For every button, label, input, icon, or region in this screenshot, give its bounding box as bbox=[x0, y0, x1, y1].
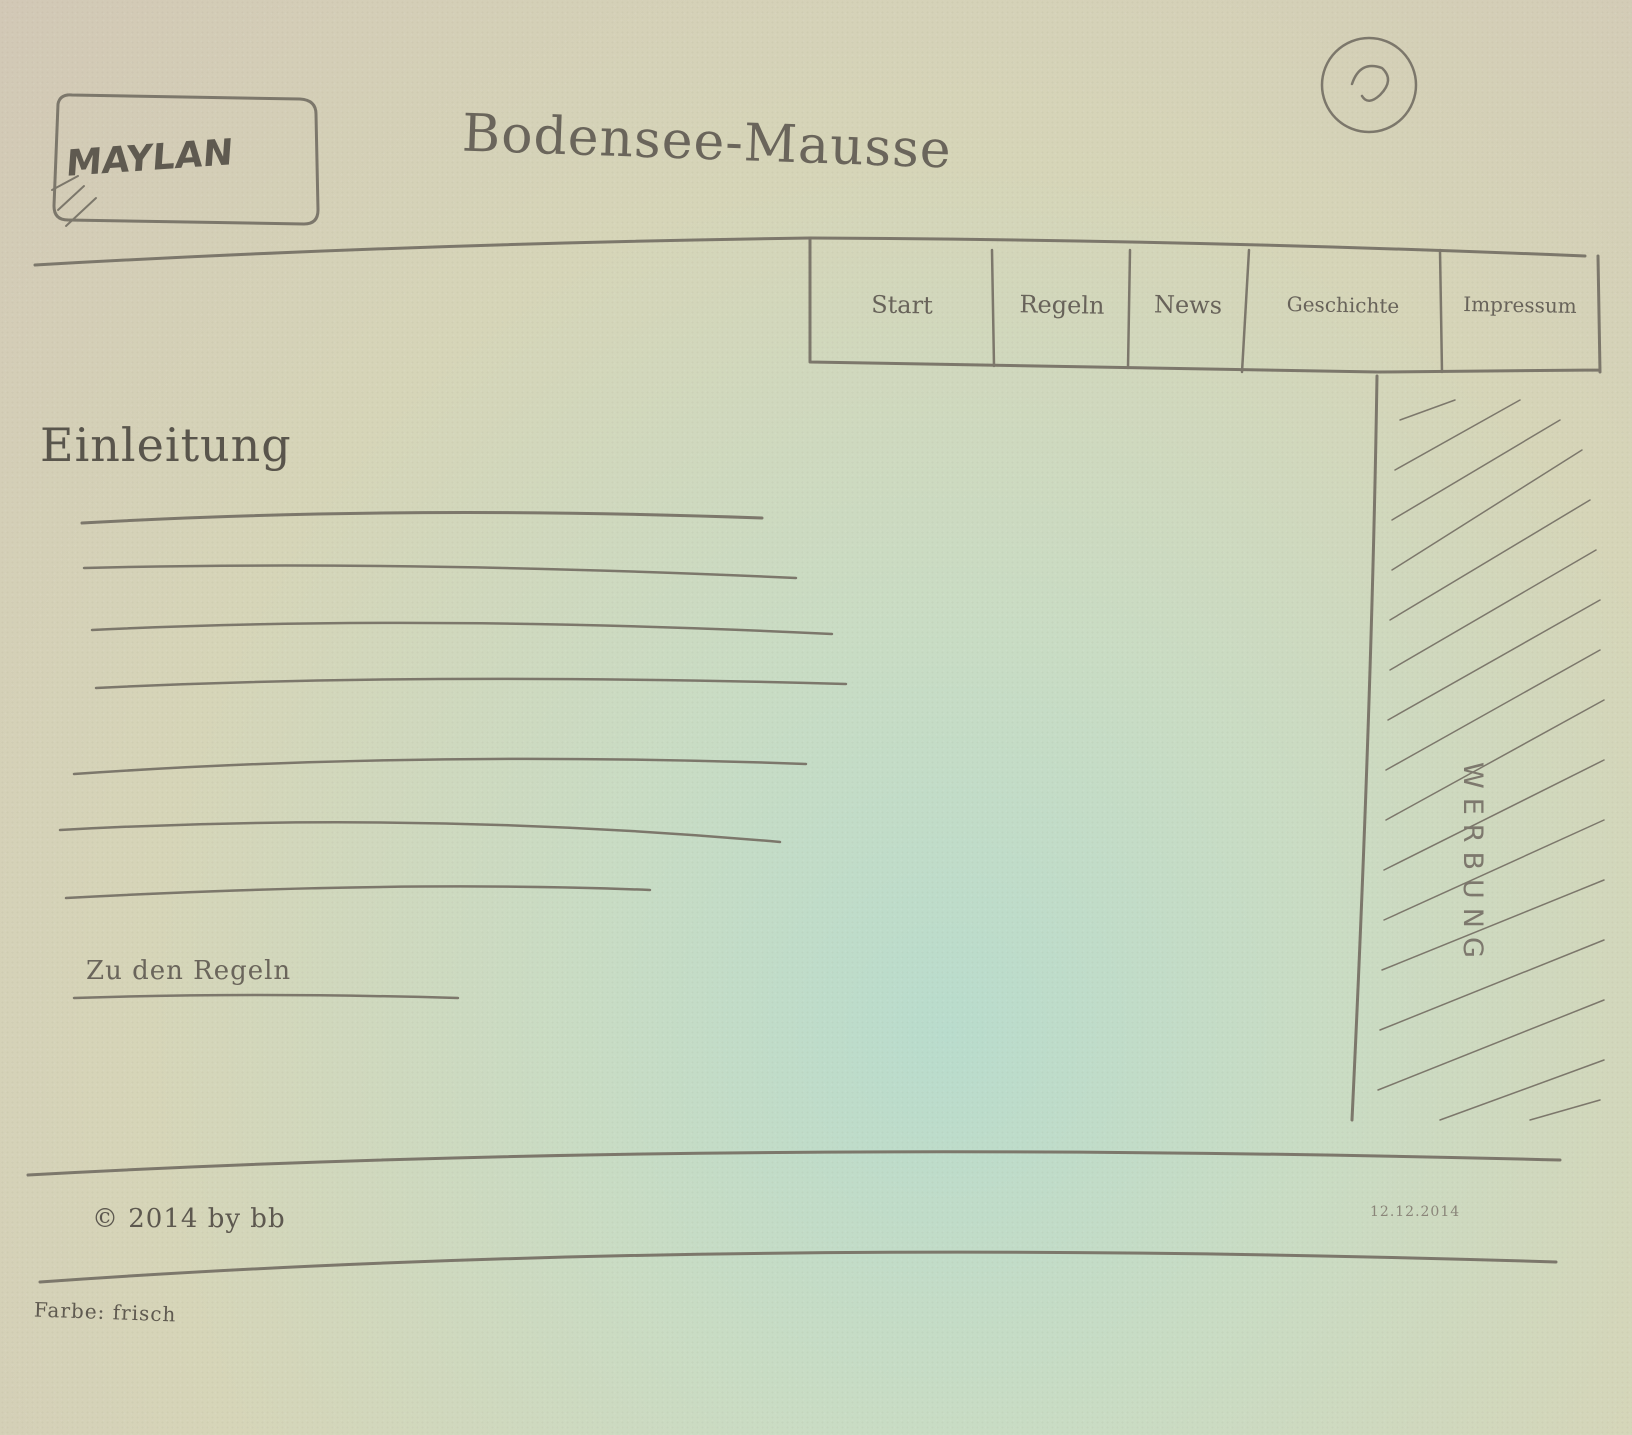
profile-glyph bbox=[1350, 64, 1390, 102]
sidebar-border bbox=[1350, 374, 1379, 1122]
page-heading: Einleitung bbox=[40, 418, 292, 472]
sidebar-ad-label: WERBUNG bbox=[1457, 762, 1488, 967]
nav-item-start[interactable]: Start bbox=[870, 290, 933, 320]
nav-container bbox=[808, 236, 1602, 374]
nav-divider bbox=[1126, 248, 1132, 370]
rules-link[interactable]: Zu den Regeln bbox=[86, 956, 292, 986]
body-text-lines bbox=[58, 564, 848, 900]
logo[interactable]: MAYLAN bbox=[52, 96, 317, 226]
footer-copyright: © 2014 by bb bbox=[92, 1204, 286, 1234]
link-underline bbox=[72, 993, 460, 1000]
logo-text: MAYLAN bbox=[64, 132, 235, 185]
footer-top-rule bbox=[26, 1150, 1562, 1177]
footer-bottom-rule bbox=[38, 1250, 1558, 1284]
nav-item-regeln[interactable]: Regeln bbox=[1019, 290, 1105, 320]
profile-circle bbox=[1320, 36, 1418, 134]
footer-date: 12.12.2014 bbox=[1370, 1204, 1461, 1220]
nav-item-news[interactable]: News bbox=[1153, 290, 1223, 320]
nav-divider bbox=[1438, 248, 1444, 374]
heading-underline bbox=[80, 511, 764, 525]
nav-divider bbox=[1240, 248, 1251, 374]
nav-divider bbox=[990, 248, 996, 368]
nav-item-impressum[interactable]: Impressum bbox=[1463, 292, 1577, 318]
nav-item-geschichte[interactable]: Geschichte bbox=[1286, 292, 1400, 318]
logo-sunray bbox=[51, 175, 97, 227]
logo-frame bbox=[52, 93, 320, 226]
sketch-note: Farbe: frisch bbox=[33, 1297, 177, 1327]
sidebar-hatch bbox=[1377, 399, 1605, 1121]
